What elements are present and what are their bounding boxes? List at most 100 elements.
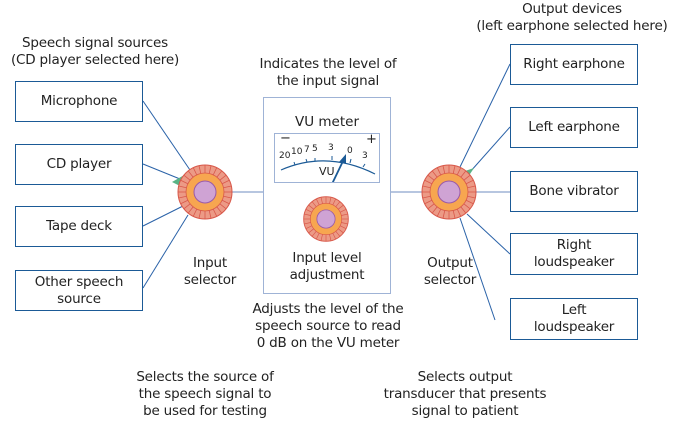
output-selector-knob[interactable] [420, 163, 478, 221]
source-cd-player[interactable]: CD player [15, 144, 143, 185]
device-left-loudspeaker[interactable]: Left loudspeaker [510, 298, 638, 340]
knob-ridge [340, 209, 347, 213]
wire-right-loudspeaker [466, 213, 511, 255]
knob-ridge [216, 170, 223, 178]
knob-ridge [198, 210, 202, 219]
knob-ridge [308, 228, 314, 234]
knob-ridge [178, 185, 187, 189]
knob-ridge [316, 233, 320, 240]
output-selector-label: Output selector [423, 255, 477, 288]
knob-ridge [460, 206, 467, 214]
knob-ridge [187, 206, 194, 214]
knob-ridge [208, 165, 212, 174]
input-selector-description: Selects the source of the speech signal … [136, 369, 274, 419]
knob-ridge [180, 179, 189, 185]
wire-left-loudspeaker [459, 217, 496, 321]
knob-ridge [332, 233, 336, 240]
vu-tick-label: 0 [347, 146, 353, 156]
knob-ridge [427, 203, 435, 210]
knob-ridge [212, 167, 218, 176]
vu-tick-label: 20 [279, 151, 291, 161]
knob-ridge [311, 201, 317, 207]
vu-tick-label: 10 [291, 147, 303, 157]
knob-ridge [187, 170, 194, 178]
vu-meter-caption: Indicates the level of the input signal [259, 56, 397, 89]
knob-ridge [463, 203, 471, 210]
knob-ridge [424, 199, 433, 205]
knob-ridge [329, 197, 332, 204]
knob-ridge [183, 174, 191, 181]
knob-ridge [338, 228, 344, 234]
source-tape-deck[interactable]: Tape deck [15, 206, 143, 247]
knob-ridge [341, 213, 348, 216]
device-bone-vibrator[interactable]: Bone vibrator [510, 171, 638, 212]
knob-ridge [223, 185, 232, 189]
input-level-caption: Adjusts the level of the speech source t… [252, 301, 404, 351]
knob-center [193, 180, 217, 204]
knob-ridge [308, 204, 314, 210]
knob-ridge [467, 195, 476, 199]
vu-needle-head [339, 154, 346, 164]
input-selector-knob[interactable] [176, 163, 234, 221]
knob-ridge [221, 199, 230, 205]
knob-ridge [335, 231, 341, 237]
source-other-speech[interactable]: Other speech source [15, 270, 143, 311]
wire-left-earphone [469, 126, 511, 173]
input-level-label: Input level adjustment [289, 250, 365, 283]
knob-ridge [452, 210, 456, 219]
knob-ridge [431, 170, 438, 178]
wire-microphone [142, 100, 191, 171]
knob-ridge [212, 208, 218, 217]
wire-tape-deck [142, 205, 184, 227]
knob-ridge [422, 185, 431, 189]
wire-right-earphone [459, 63, 511, 168]
knob-ridge [442, 210, 446, 219]
input-level-knob[interactable] [302, 195, 350, 243]
vu-needle [331, 158, 345, 182]
knob-ridge [316, 198, 320, 205]
knob-ridge [436, 208, 442, 217]
knob-ridge [329, 234, 332, 241]
vu-tick [293, 161, 296, 166]
vu-unit-label: VU [319, 165, 335, 178]
vu-tick [349, 158, 352, 164]
knob-ridge [208, 210, 212, 219]
knob-ridge [332, 198, 336, 205]
knob-ridge [311, 231, 317, 237]
vu-tick [362, 163, 366, 168]
source-microphone[interactable]: Microphone [15, 81, 143, 122]
knob-ridge [427, 174, 435, 181]
knob-ridge [223, 195, 232, 199]
knob-ridge [340, 225, 347, 229]
device-left-earphone[interactable]: Left earphone [510, 107, 638, 148]
knob-ridge [192, 208, 198, 217]
knob-ridge [456, 167, 462, 176]
knob-ridge [320, 234, 323, 241]
knob-ridge [465, 179, 474, 185]
knob-ridge [178, 195, 187, 199]
knob-ridge [338, 204, 344, 210]
vu-tick-label: 3 [362, 151, 368, 161]
knob-ridge [219, 174, 227, 181]
input-sources-heading: Speech signal sources (CD player selecte… [10, 35, 180, 68]
device-right-earphone[interactable]: Right earphone [510, 44, 638, 85]
knob-ridge [320, 197, 323, 204]
knob-ridge [460, 170, 467, 178]
knob-ridge [436, 167, 442, 176]
knob-ridge [431, 206, 438, 214]
knob-ridge [180, 199, 189, 205]
knob-ridge [221, 179, 230, 185]
wire-cd-player [142, 163, 181, 180]
knob-ridge [465, 199, 474, 205]
knob-ridge [216, 206, 223, 214]
vu-scale-arc [280, 160, 376, 175]
vu-minus-sign: − [280, 131, 291, 146]
device-right-loudspeaker[interactable]: Right loudspeaker [510, 233, 638, 275]
control-panel [263, 97, 391, 294]
vu-tick-label: 5 [312, 144, 318, 154]
knob-ridge [456, 208, 462, 217]
knob-ridge [305, 209, 312, 213]
vu-meter-title: VU meter [294, 114, 359, 130]
wire-other-source [142, 214, 189, 289]
knob-ridge [467, 185, 476, 189]
